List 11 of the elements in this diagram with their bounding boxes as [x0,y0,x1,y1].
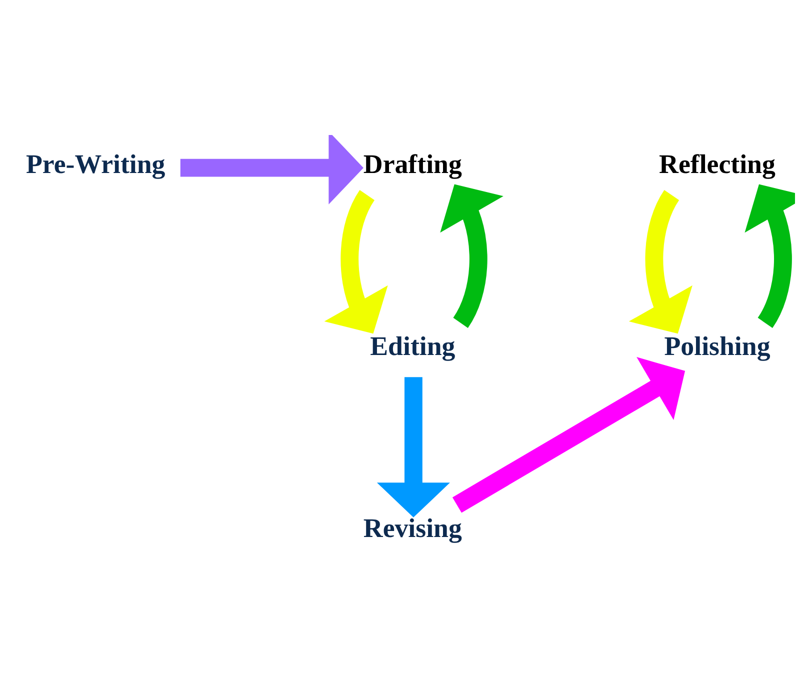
node-text: Reflecting [659,148,776,178]
node-text: Pre-Writing [26,148,166,178]
node-text: Polishing [664,330,770,361]
node-text: Drafting [363,148,462,178]
arrow [628,190,692,334]
node-text: Editing [370,330,456,361]
node-text: Revising [363,512,462,543]
arrow [452,356,686,512]
arrow [744,184,795,328]
arrow [180,134,364,204]
arrow [376,376,450,517]
